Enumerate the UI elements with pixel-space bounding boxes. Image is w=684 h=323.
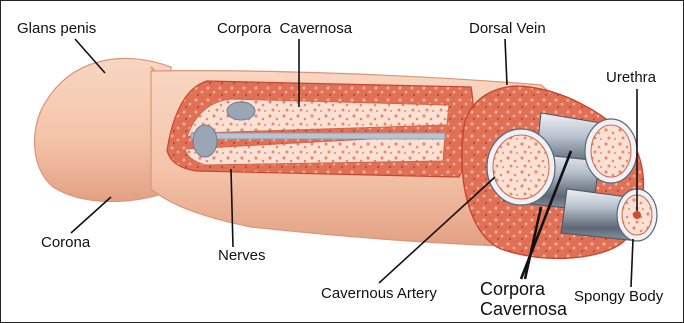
label-nerves: Nerves [218,247,266,264]
label-spongy-body: Spongy Body [574,288,663,305]
urethra-opening [633,211,641,219]
nerve-bundle-mid [227,102,255,120]
label-cavernous-artery: Cavernous Artery [321,285,437,302]
label-corpora-cavernosa-bottom-line1: Corpora [480,279,567,299]
label-corpora-cavernosa-top: Corpora Cavernosa [217,20,352,37]
leader-spongy-body [631,239,633,287]
leader-dorsal-vein [505,39,507,85]
label-corona: Corona [41,234,90,251]
label-corpora-cavernosa-bottom-line2: Cavernosa [480,299,567,319]
leader-corona [71,197,111,233]
label-glans-penis: Glans penis [17,20,96,37]
nerve-bundle-left [193,125,217,157]
label-urethra: Urethra [606,69,656,86]
label-corpora-cavernosa-bottom: Corpora Cavernosa [480,279,567,319]
nerve-band [191,133,445,139]
label-dorsal-vein: Dorsal Vein [469,20,546,37]
